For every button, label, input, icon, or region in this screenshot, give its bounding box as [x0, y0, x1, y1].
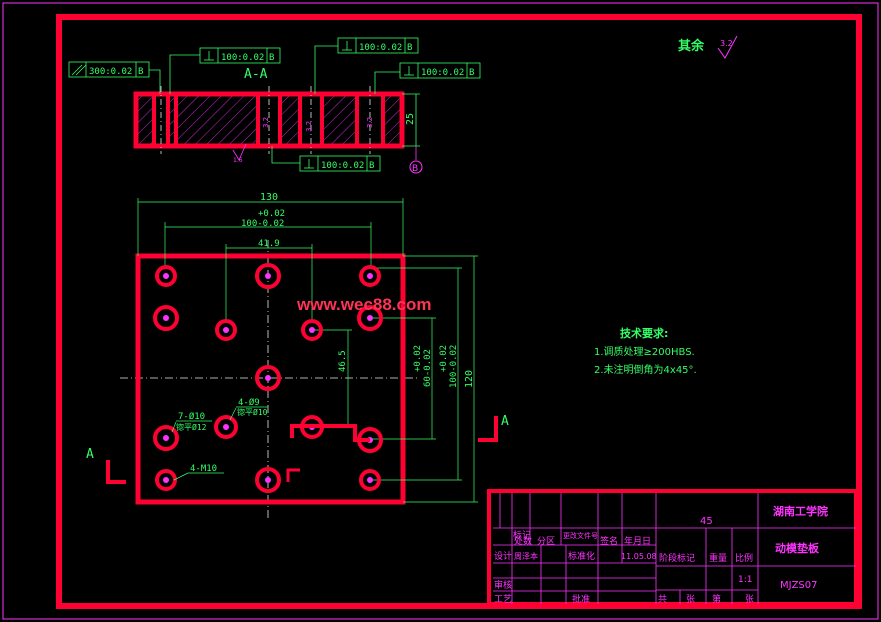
callout-thread: 4-M10	[190, 464, 217, 474]
roughness-value: 3.2	[720, 39, 733, 48]
cut-label-right: A	[501, 414, 509, 429]
tb-f-total: 共	[658, 594, 667, 605]
tb-r-designer: 周泽本	[514, 551, 538, 561]
dim-vert-mid: 60-0.02	[423, 349, 433, 387]
tb-material: 45	[700, 516, 713, 527]
tb-r-stage: 阶段标记	[659, 552, 695, 564]
tb-r-scale: 比例	[735, 552, 753, 564]
dim-width: 130	[260, 192, 278, 203]
tb-part-name: 动模垫板	[775, 541, 820, 555]
hole-roughness-1: 3.2	[262, 117, 270, 128]
dim-vert-mid-tol: +0.02	[413, 345, 423, 372]
tb-r-std: 标准化	[568, 550, 595, 562]
section-view: A-A	[133, 67, 423, 174]
section-label: A-A	[244, 67, 268, 82]
callout-hole1: 7-Ø10	[178, 411, 205, 422]
notes-line2: 2.未注明倒角为4x45°.	[594, 363, 697, 376]
tol-perp-4-value: 100:0.02	[321, 161, 364, 171]
roughness-note: 其余 3.2	[678, 35, 738, 59]
roughness-symbol-icon	[717, 35, 738, 59]
datum-b-marker	[409, 160, 423, 174]
title-block: 标记 处数 分区 更改文件号 签名 年月日 设计 周泽本 标准化 11.05.0…	[487, 489, 858, 606]
holes	[153, 263, 383, 493]
callout-hole2: 4-Ø9	[238, 397, 260, 408]
tb-drawing-no: MJZS07	[780, 580, 818, 591]
dim-vert-outer-tol: +0.02	[439, 345, 449, 372]
tol-perp-2-datum: B	[407, 43, 412, 53]
tb-f-sheet: 张	[686, 594, 695, 605]
tolerance-perp-3	[374, 62, 481, 94]
roughness-symbol-icon	[232, 143, 247, 161]
tb-r-approve: 批准	[572, 593, 590, 605]
tb-scale-value: 1:1	[738, 575, 752, 585]
notes-title: 技术要求:	[620, 326, 668, 340]
tb-h-zone: 分区	[537, 536, 555, 547]
tol-parallel-datum: B	[138, 67, 143, 77]
tb-r-date: 11.05.08	[621, 552, 657, 561]
tb-f-no: 第	[712, 593, 721, 605]
section-outline	[133, 91, 405, 149]
tb-r-process: 工艺	[494, 594, 512, 605]
notes-line1: 1.调质处理≥200HBS.	[594, 346, 695, 358]
tb-h-docno: 更改文件号	[563, 531, 598, 540]
section-thickness: 25	[405, 113, 416, 125]
tb-h-mark: 标记	[513, 529, 531, 541]
plan-view: 130 +0.02 100-0.02 41.9 120 100-0.02 +0.…	[86, 192, 509, 520]
tol-perp-3-value: 100:0.02	[421, 68, 464, 78]
tolerance-perp-2	[314, 37, 419, 94]
bottom-roughness: 1.6	[233, 157, 243, 164]
dim-inner-tol: +0.02	[258, 209, 285, 219]
dim-inner-width: 100-0.02	[241, 219, 284, 229]
dim-height: 120	[464, 370, 475, 388]
datum-b-label: B	[412, 164, 418, 174]
tb-h-sign: 签名	[600, 535, 618, 547]
tol-perp-1-value: 100:0.02	[221, 53, 264, 63]
tb-f-sheet2: 张	[745, 594, 754, 605]
dim-vert-outer: 100-0.02	[449, 345, 459, 388]
tolerance-perp-4	[271, 146, 381, 172]
cut-arrow-right-icon	[478, 416, 498, 442]
tb-h-count: 处数	[514, 535, 532, 547]
dim-vert-inner: 46.5	[338, 350, 348, 372]
hole-roughness-2: 3.2	[305, 121, 313, 132]
cut-label-left: A	[86, 447, 94, 462]
callout-hole2b: 锪平Ø10	[237, 407, 268, 417]
tb-h-date: 年月日	[624, 535, 651, 547]
tech-notes: 技术要求: 1.调质处理≥200HBS. 2.未注明倒角为4x45°.	[594, 326, 697, 376]
cut-arrow-left-icon	[106, 460, 126, 484]
tol-perp-4-datum: B	[369, 161, 374, 171]
hole-roughness-3: 3.2	[366, 117, 374, 128]
tb-r-review: 审核	[494, 579, 512, 591]
tol-perp-2-value: 100:0.02	[359, 43, 402, 53]
callout-hole1b: 锪平Ø12	[176, 422, 207, 432]
tol-perp-1-datum: B	[269, 53, 274, 63]
plate-outline	[135, 253, 406, 505]
tb-r-design: 设计	[494, 550, 512, 562]
dim-center-span: 41.9	[258, 239, 280, 249]
tol-perp-3-datum: B	[469, 68, 474, 78]
drawing-frame	[56, 14, 862, 609]
tol-parallel-value: 300:0.02	[89, 67, 132, 77]
tolerance-parallel	[68, 61, 161, 94]
tb-r-weight: 重量	[709, 552, 727, 564]
watermark: www.wec88.com	[296, 295, 431, 314]
roughness-label: 其余	[678, 38, 705, 54]
tb-school: 湖南工学院	[773, 504, 828, 518]
tolerance-perp-1	[169, 47, 281, 94]
